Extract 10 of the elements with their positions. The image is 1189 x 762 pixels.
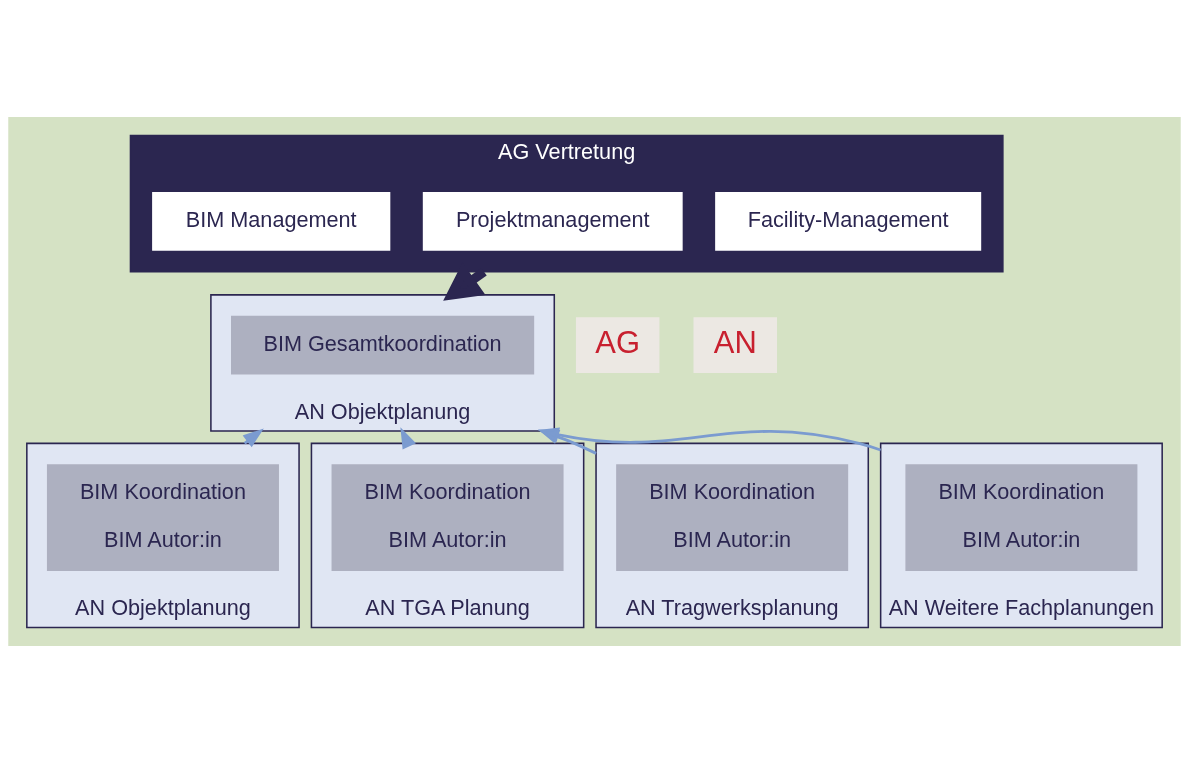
node-box: BIM Gesamtkoordination <box>231 315 535 375</box>
node-box: BIM Koordination BIM Autor:in <box>616 463 849 571</box>
node-box: Facility-Management <box>715 191 982 251</box>
node-box: BIM Koordination BIM Autor:in <box>905 463 1138 571</box>
node-box: Projektmanagement <box>422 191 683 251</box>
node-box: BIM Management <box>152 191 391 251</box>
node-box: BIM Koordination BIM Autor:in <box>331 463 564 571</box>
label: AN <box>713 324 757 360</box>
label: AG <box>595 324 641 360</box>
node-box: BIM Koordination BIM Autor:in <box>46 463 279 571</box>
